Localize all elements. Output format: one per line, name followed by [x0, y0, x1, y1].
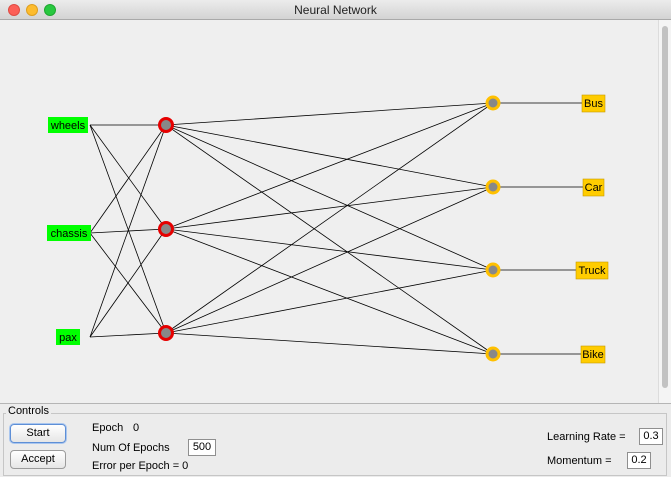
output-node-Car: [485, 179, 501, 195]
connection-hidden-1-output-1: [165, 186, 494, 230]
minimize-window-button[interactable]: [26, 4, 38, 16]
scrollbar-thumb[interactable]: [662, 26, 668, 388]
input-label-pax: pax: [59, 332, 77, 344]
output-box-Bike: [580, 345, 606, 364]
connection-input-0-hidden-2: [89, 124, 167, 334]
connection-hidden-2-output-0: [165, 102, 494, 334]
error-per-epoch: Error per Epoch = 0: [92, 460, 189, 472]
close-window-button[interactable]: [8, 4, 20, 16]
learning-rate-field[interactable]: 0.3: [639, 428, 663, 445]
learning-rate-label: Learning Rate =: [547, 431, 626, 443]
momentum-field[interactable]: 0.2: [627, 452, 651, 469]
output-label-Bus: Bus: [584, 98, 603, 110]
connection-hidden-0-output-2: [165, 124, 494, 271]
connection-input-1-hidden-0: [89, 124, 167, 234]
output-box-Truck: [575, 261, 609, 280]
connection-input-0-hidden-1: [89, 124, 167, 230]
connection-hidden-2-output-3: [165, 332, 494, 355]
start-button[interactable]: Start: [10, 424, 66, 443]
output-box-Bus: [581, 94, 606, 113]
input-box-wheels: [48, 117, 88, 133]
momentum-label: Momentum =: [547, 455, 612, 467]
zoom-window-button[interactable]: [44, 4, 56, 16]
connection-hidden-2-output-1: [165, 186, 494, 334]
controls-panel: Controls Start Accept Epoch 0 Num Of Epo…: [0, 403, 671, 477]
connection-hidden-0-output-0: [165, 102, 494, 126]
connection-hidden-1-output-3: [165, 228, 494, 355]
connection-hidden-0-output-3: [165, 124, 494, 355]
controls-legend: Controls: [6, 405, 51, 417]
epoch-label: Epoch: [92, 422, 124, 434]
output-label-Bike: Bike: [582, 349, 603, 361]
connection-input-2-hidden-1: [89, 228, 167, 338]
input-box-chassis: [47, 225, 91, 241]
connection-hidden-1-output-0: [165, 102, 494, 230]
hidden-node-2: [158, 325, 174, 341]
title-bar: Neural Network: [0, 0, 671, 20]
window-title: Neural Network: [294, 3, 377, 17]
epoch-value: 0: [133, 422, 140, 434]
connection-hidden-0-output-1: [165, 124, 494, 188]
input-label-wheels: wheels: [50, 120, 86, 132]
output-label-Truck: Truck: [578, 265, 606, 277]
connection-hidden-1-output-2: [165, 228, 494, 271]
connection-input-2-hidden-2: [89, 332, 167, 338]
vertical-scrollbar[interactable]: [658, 20, 671, 403]
connection-input-2-hidden-0: [89, 124, 167, 338]
num-epochs-label: Num Of Epochs: [92, 442, 170, 454]
connection-hidden-2-output-2: [165, 269, 494, 334]
hidden-node-1: [158, 221, 174, 237]
input-box-pax: [56, 329, 80, 345]
accept-button[interactable]: Accept: [10, 450, 66, 469]
output-box-Car: [582, 178, 605, 197]
output-node-Bus: [485, 95, 501, 111]
output-node-Truck: [485, 262, 501, 278]
input-label-chassis: chassis: [51, 228, 88, 240]
num-epochs-field[interactable]: 500: [188, 439, 216, 456]
controls-group: [3, 413, 667, 476]
hidden-node-0: [158, 117, 174, 133]
output-node-Bike: [485, 346, 501, 362]
output-label-Car: Car: [585, 182, 603, 194]
